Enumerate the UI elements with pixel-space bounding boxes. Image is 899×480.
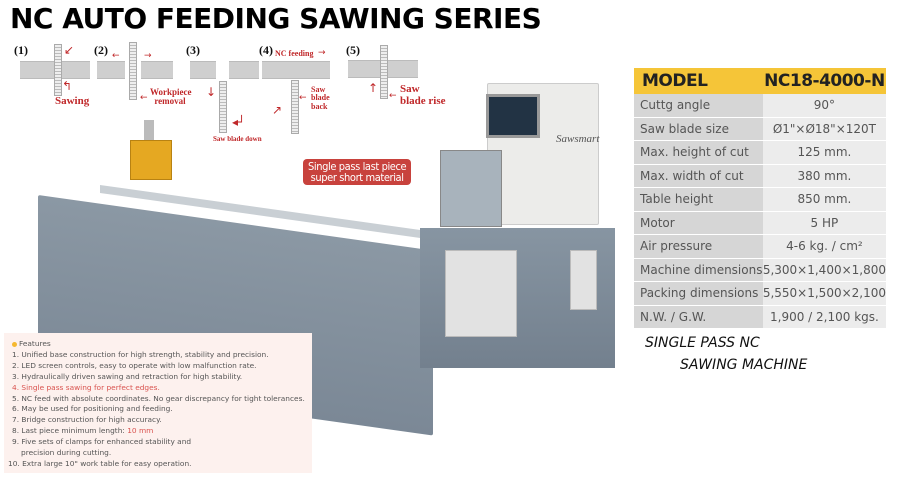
workpiece-bar: [229, 61, 259, 79]
spec-key: Machine dimensions: [634, 258, 763, 282]
feature-item: precision during cutting.: [21, 448, 112, 458]
arrow-up-right-icon: ↗: [272, 103, 283, 117]
spec-key: Air pressure: [634, 234, 763, 259]
arrow-right-icon: →: [318, 48, 326, 58]
step-4-top-label: NC feeding: [275, 49, 314, 58]
spec-value: Ø1"×Ø18"×120T: [762, 117, 886, 141]
arrow-left-icon: ←: [140, 93, 148, 103]
step-3-number: (3): [186, 43, 200, 57]
step-4-number: (4): [259, 43, 273, 57]
feature-item: 7. Bridge construction for high accuracy…: [12, 415, 162, 425]
feature-text: 8. Last piece minimum length:: [12, 426, 128, 436]
feature-item: 10. Extra large 10" work table for easy …: [8, 458, 192, 468]
spec-value: 5,300×1,400×1,800: [762, 258, 886, 282]
step-3-label: Saw blade down: [213, 135, 262, 143]
workpiece-bar: [141, 61, 173, 79]
step-2-label: Workpiece removal: [150, 87, 192, 107]
step-4-label: Saw blade back: [311, 85, 330, 111]
saw-blade-icon: [129, 42, 137, 100]
feature-item: 3. Hydraulically driven sawing and retra…: [12, 371, 243, 381]
spec-value: 90°: [762, 94, 886, 118]
led-screen: [486, 94, 540, 138]
arrow-right-icon: →: [144, 51, 152, 61]
arrow-up-icon: ↑: [368, 81, 379, 95]
arrow-icon: ↙: [64, 43, 75, 57]
arrow-icon: ↰: [62, 79, 73, 93]
badge-line-2: super short material: [310, 171, 404, 184]
feed-unit: [440, 150, 502, 227]
feature-item: 9. Five sets of clamps for enhanced stab…: [12, 437, 192, 447]
spec-value: 380 mm.: [762, 164, 886, 188]
workpiece-bar: [97, 61, 125, 79]
spec-row: N.W. / G.W.1,900 / 2,100 kgs.: [634, 305, 886, 329]
spec-value: 850 mm.: [762, 187, 886, 212]
badge-line-1: Single pass last piece: [308, 160, 407, 173]
spec-value: 125 mm.: [762, 140, 886, 165]
spec-key: Motor: [634, 211, 763, 235]
spec-key: Packing dimensions: [634, 281, 763, 306]
clamp-post: [144, 120, 154, 142]
arrow-icon: ◂┘: [232, 115, 246, 129]
arrow-left-icon: ←: [112, 51, 120, 61]
feature-item: 5. NC feed with absolute coordinates. No…: [12, 393, 305, 403]
cabinet-door-side: [570, 250, 597, 310]
model-value: NC18-4000-N: [762, 68, 886, 94]
arrow-left-icon: ←: [389, 91, 397, 101]
spec-value: 1,900 / 2,100 kgs.: [762, 305, 886, 329]
brand-logo: Sawsmart: [556, 133, 600, 145]
saw-blade-icon: [291, 80, 299, 134]
spec-key: Max. height of cut: [634, 140, 763, 165]
caption-line-2: SAWING MACHINE: [680, 357, 808, 373]
feature-item: 6. May be used for positioning and feedi…: [12, 404, 173, 414]
features-heading-text: Features: [19, 339, 51, 348]
bullet-icon: [12, 341, 17, 347]
feature-item: 4. Single pass sawing for perfect edges.: [12, 382, 160, 392]
clamp-unit: [130, 140, 172, 180]
workpiece-bar: [262, 61, 330, 79]
spec-key: N.W. / G.W.: [634, 305, 763, 329]
cabinet-door: [445, 250, 517, 337]
spec-value: 5 HP: [762, 211, 886, 235]
page-title: NC AUTO FEEDING SAWING SERIES: [10, 2, 542, 35]
feature-badge: Single pass last piece super short mater…: [303, 159, 412, 185]
spec-key: Saw blade size: [634, 117, 763, 141]
features-panel: Features 1. Unified base construction fo…: [4, 333, 312, 473]
workpiece-bar: [190, 61, 216, 79]
caption-line-1: SINGLE PASS NC: [645, 335, 760, 351]
feature-item: 8. Last piece minimum length: 10 mm: [12, 426, 305, 437]
features-heading: Features: [12, 339, 51, 348]
arrow-left-icon: ←: [299, 93, 307, 103]
spec-header-row: MODEL NC18-4000-N: [634, 68, 886, 94]
step-5-label: Saw blade rise: [400, 83, 446, 107]
spec-key: Cuttg angle: [634, 94, 763, 118]
step-1-number: (1): [14, 43, 28, 57]
feature-item: 2. LED screen controls, easy to operate …: [12, 360, 257, 370]
features-list: 1. Unified base construction for high st…: [8, 350, 305, 470]
step-2-number: (2): [94, 43, 108, 57]
feature-highlight: 10 mm: [127, 426, 154, 436]
spec-value: 4-6 kg. / cm²: [762, 234, 886, 259]
model-label: MODEL: [634, 68, 763, 94]
saw-blade-icon: [380, 45, 388, 99]
feature-item: 1. Unified base construction for high st…: [12, 350, 269, 359]
step-1-label: Sawing: [55, 95, 90, 107]
step-5-number: (5): [346, 43, 360, 57]
spec-key: Max. width of cut: [634, 164, 763, 188]
arrow-down-icon: ↓: [206, 85, 217, 99]
spec-value: 5,550×1,500×2,100: [762, 281, 886, 306]
saw-blade-icon: [219, 81, 227, 133]
saw-blade-icon: [54, 44, 62, 96]
spec-key: Table height: [634, 187, 763, 212]
